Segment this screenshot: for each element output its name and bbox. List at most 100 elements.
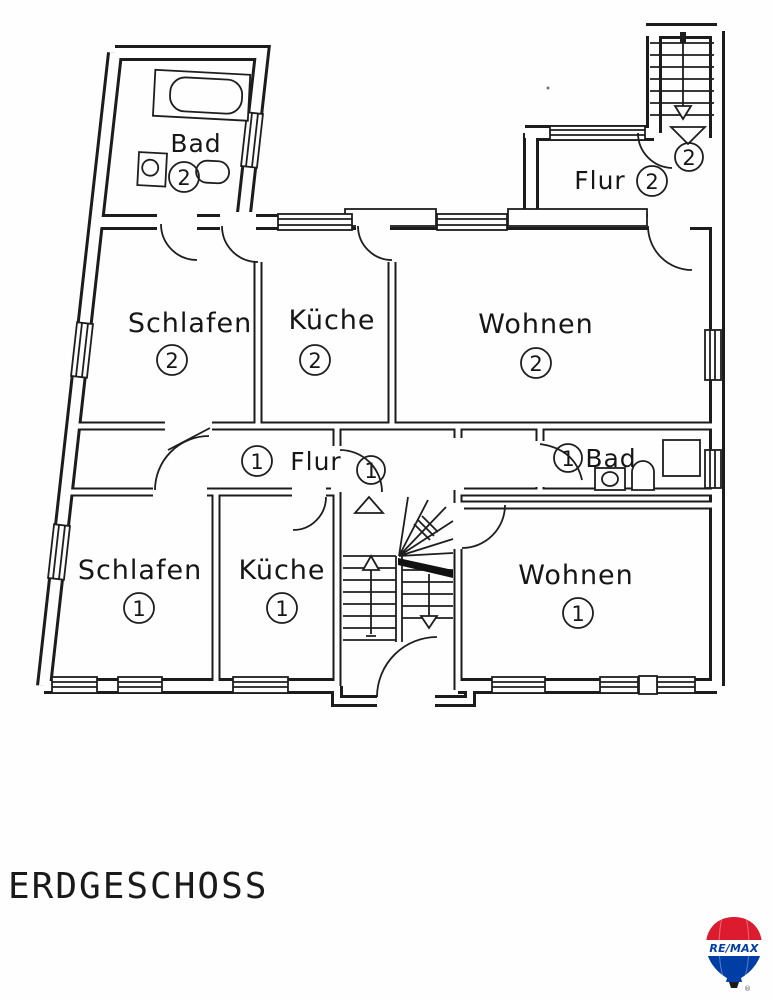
unit-circle — [520, 347, 552, 379]
exterior-staircase — [650, 32, 714, 146]
unit-number: 1 — [571, 602, 584, 626]
room-label: Flur — [574, 166, 625, 195]
unit-number: 2 — [682, 146, 695, 170]
entry-triangle-1-icon — [353, 495, 385, 514]
room-bad-1: 1 Bad — [553, 443, 636, 473]
unit-circle — [636, 165, 668, 197]
window-bottom-4 — [491, 676, 546, 694]
window-bottom-3 — [232, 676, 289, 694]
bad2-fixtures — [136, 68, 252, 188]
unit-circle — [123, 592, 155, 624]
door-flur1-hall — [339, 449, 383, 493]
window-top-2 — [436, 213, 508, 231]
stair-arrow-down-icon — [673, 105, 693, 121]
door-leaf-mid-wall — [167, 427, 211, 451]
unit-circle — [553, 443, 583, 473]
room-label: Wohnen — [478, 309, 594, 340]
toilet2-icon — [195, 159, 230, 185]
window-bad2-right — [240, 111, 264, 169]
shower1-icon — [662, 439, 701, 477]
window-left-schlafen1 — [47, 523, 71, 581]
stair-arrow-up-icon — [361, 554, 381, 571]
window-left-schlafen2 — [70, 321, 94, 379]
door-bad2 — [160, 223, 198, 261]
window-bottom-1 — [51, 676, 98, 694]
unit-number: 2 — [308, 349, 321, 373]
unit-number: 2 — [177, 166, 190, 190]
marker-stair-landing: 2 — [674, 142, 704, 172]
room-label: Schlafen — [78, 555, 202, 586]
door-bad1 — [539, 443, 583, 481]
room-flur-1: 1 Flur — [241, 445, 341, 477]
unit-circle — [266, 592, 298, 624]
windows — [47, 111, 722, 695]
room-flur-2: Flur 2 — [574, 165, 668, 197]
toilet1-icon — [631, 460, 655, 491]
unit-number: 2 — [645, 170, 658, 194]
room-label: Bad — [170, 129, 221, 158]
unit-circle — [299, 344, 331, 376]
page-title: ERDGESCHOSS — [8, 866, 269, 907]
scan-dot — [546, 86, 550, 90]
window-bottom-5 — [599, 676, 639, 694]
remax-wordmark: RE/MAX — [709, 942, 758, 955]
unit-circle — [674, 142, 704, 172]
window-bottom-6 — [656, 676, 696, 694]
french-window-slabs — [344, 208, 648, 232]
room-schlafen-2: Schlafen 2 — [128, 308, 252, 376]
bad1-fixtures — [594, 439, 701, 491]
door-kueche1 — [292, 496, 327, 531]
unit-number: 2 — [165, 349, 178, 373]
unit-circle — [168, 161, 200, 193]
door-wohnen1 — [461, 504, 506, 549]
unit-number: 2 — [529, 352, 542, 376]
stair-arrow-down2-icon — [419, 615, 439, 630]
room-label: Schlafen — [128, 308, 252, 339]
unit-circle — [241, 445, 273, 477]
room-bad-2: Bad 2 — [168, 129, 221, 193]
window-right-bad1 — [704, 449, 722, 489]
stair-start-tick — [680, 32, 686, 43]
window-top-1 — [277, 213, 353, 231]
entry-triangle-2-icon — [668, 126, 708, 146]
unit-number: 1 — [250, 450, 263, 474]
room-label: Wohnen — [518, 560, 634, 591]
room-wohnen-2: Wohnen 2 — [478, 309, 594, 379]
window-right-wohnen2 — [704, 329, 722, 381]
registered-mark: ® — [744, 985, 751, 993]
room-label: Bad — [585, 444, 636, 473]
unit-number: 1 — [364, 459, 377, 483]
door-kueche2 — [357, 225, 393, 261]
stair-handrail-hatch — [413, 515, 439, 541]
sink2-icon — [136, 151, 168, 188]
door-schlafen2 — [221, 225, 259, 263]
unit-number: 1 — [275, 597, 288, 621]
unit-circle — [562, 597, 594, 629]
remax-logo: RE/MAX ® — [706, 917, 762, 993]
room-schlafen-1: Schlafen 1 — [78, 555, 202, 624]
room-label: Flur — [290, 447, 341, 476]
unit-circle — [156, 344, 188, 376]
central-staircase — [343, 495, 454, 642]
balloon-basket-icon — [729, 982, 739, 988]
window-flur2-top — [549, 125, 646, 141]
unit-number: 1 — [561, 447, 574, 471]
room-label: Küche — [288, 305, 375, 336]
door-flur2 — [637, 132, 673, 169]
room-wohnen-1: Wohnen 1 — [518, 560, 634, 629]
stair-cut-mark — [398, 558, 453, 578]
door-swings — [154, 132, 693, 698]
pier-bottom — [638, 675, 658, 695]
bathtub-icon — [169, 76, 244, 115]
sink1-icon — [594, 467, 626, 491]
door-wohnen2 — [647, 225, 693, 271]
door-entrance — [376, 636, 438, 698]
window-bottom-2 — [117, 676, 163, 694]
marker-entry-hall: 1 — [356, 455, 386, 485]
room-kueche-1: Küche 1 — [238, 555, 325, 624]
unit-number: 1 — [132, 597, 145, 621]
unit-circle — [356, 455, 386, 485]
door-schlafen1 — [154, 435, 210, 491]
